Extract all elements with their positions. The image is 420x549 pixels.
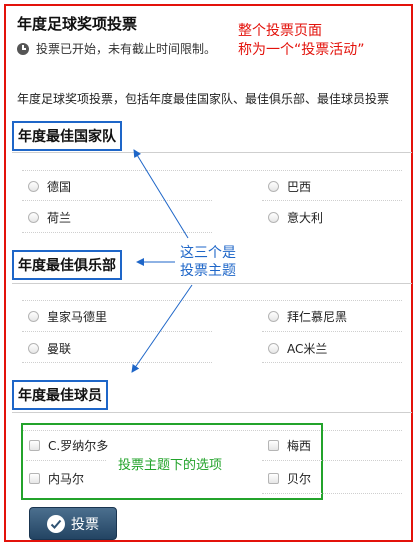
checkbox[interactable] [29, 440, 40, 451]
topic-title-club: 年度最佳俱乐部 [12, 250, 122, 280]
annotation-topics: 这三个是 投票主题 [180, 244, 236, 280]
option-germany[interactable]: 德国 [28, 178, 71, 195]
dotted-divider [22, 200, 212, 201]
option-netherlands[interactable]: 荷兰 [28, 209, 71, 226]
dotted-divider [22, 232, 212, 233]
annotation-poll-activity-line1: 整个投票页面 [238, 23, 322, 39]
option-label: 荷兰 [47, 211, 72, 225]
poll-description: 年度足球奖项投票，包括年度最佳国家队、最佳俱乐部、最佳球员投票 [17, 92, 390, 106]
radio-button[interactable] [268, 181, 279, 192]
checkbox[interactable] [268, 473, 279, 484]
radio-button[interactable] [268, 212, 279, 223]
clock-icon [17, 42, 29, 55]
dotted-divider [262, 362, 402, 363]
dotted-divider [262, 493, 402, 494]
option-bale[interactable]: 贝尔 [268, 470, 311, 487]
option-man-united[interactable]: 曼联 [28, 340, 71, 357]
poll-status: 投票已开始，未有截止时间限制。 [17, 40, 216, 57]
poll-status-text: 投票已开始，未有截止时间限制。 [36, 42, 217, 56]
dotted-divider [262, 331, 402, 332]
vote-button-label: 投票 [71, 516, 99, 533]
option-italy[interactable]: 意大利 [268, 209, 323, 226]
dotted-divider [22, 170, 402, 171]
radio-button[interactable] [28, 311, 39, 322]
option-neymar[interactable]: 内马尔 [29, 470, 84, 487]
option-label: 巴西 [287, 180, 312, 194]
annotation-poll-activity-line2: 称为一个“投票活动” [238, 42, 365, 58]
option-label: AC米兰 [287, 342, 328, 356]
annotation-topics-line2: 投票主题 [180, 263, 236, 279]
poll-title: 年度足球奖项投票 [17, 15, 138, 33]
annotation-topics-line1: 这三个是 [180, 245, 236, 261]
dotted-divider [262, 200, 402, 201]
checkmark-icon [47, 514, 65, 533]
dotted-divider [22, 300, 402, 301]
option-label: C.罗纳尔多 [48, 439, 109, 453]
option-label: 曼联 [47, 342, 72, 356]
option-messi[interactable]: 梅西 [268, 437, 311, 454]
divider [12, 152, 412, 153]
annotation-poll-activity: 整个投票页面 称为一个“投票活动” [238, 22, 365, 60]
radio-button[interactable] [28, 181, 39, 192]
radio-button[interactable] [28, 343, 39, 354]
dotted-divider [22, 331, 212, 332]
topic-title-player: 年度最佳球员 [12, 380, 108, 410]
option-label: 德国 [47, 180, 72, 194]
option-label: 意大利 [287, 211, 324, 225]
options-outline [21, 423, 323, 500]
divider [12, 283, 412, 284]
radio-button[interactable] [268, 311, 279, 322]
option-c-ronaldo[interactable]: C.罗纳尔多 [29, 437, 108, 454]
radio-button[interactable] [28, 212, 39, 223]
annotation-options: 投票主题下的选项 [118, 458, 223, 473]
dotted-divider [26, 460, 106, 461]
poll-activity-outline [4, 4, 413, 542]
radio-button[interactable] [268, 343, 279, 354]
option-bayern-munich[interactable]: 拜仁慕尼黑 [268, 308, 347, 325]
vote-button[interactable]: 投票 [29, 507, 117, 540]
option-brazil[interactable]: 巴西 [268, 178, 311, 195]
divider [12, 412, 412, 413]
checkbox[interactable] [268, 440, 279, 451]
option-label: 贝尔 [287, 472, 312, 486]
option-label: 内马尔 [48, 472, 85, 486]
option-label: 皇家马德里 [47, 310, 108, 324]
topic-title-national-team: 年度最佳国家队 [12, 121, 122, 151]
option-ac-milan[interactable]: AC米兰 [268, 340, 327, 357]
dotted-divider [22, 362, 212, 363]
option-label: 拜仁慕尼黑 [287, 310, 348, 324]
dotted-divider [22, 430, 402, 431]
dotted-divider [262, 460, 402, 461]
option-real-madrid[interactable]: 皇家马德里 [28, 308, 107, 325]
option-label: 梅西 [287, 439, 312, 453]
checkbox[interactable] [29, 473, 40, 484]
